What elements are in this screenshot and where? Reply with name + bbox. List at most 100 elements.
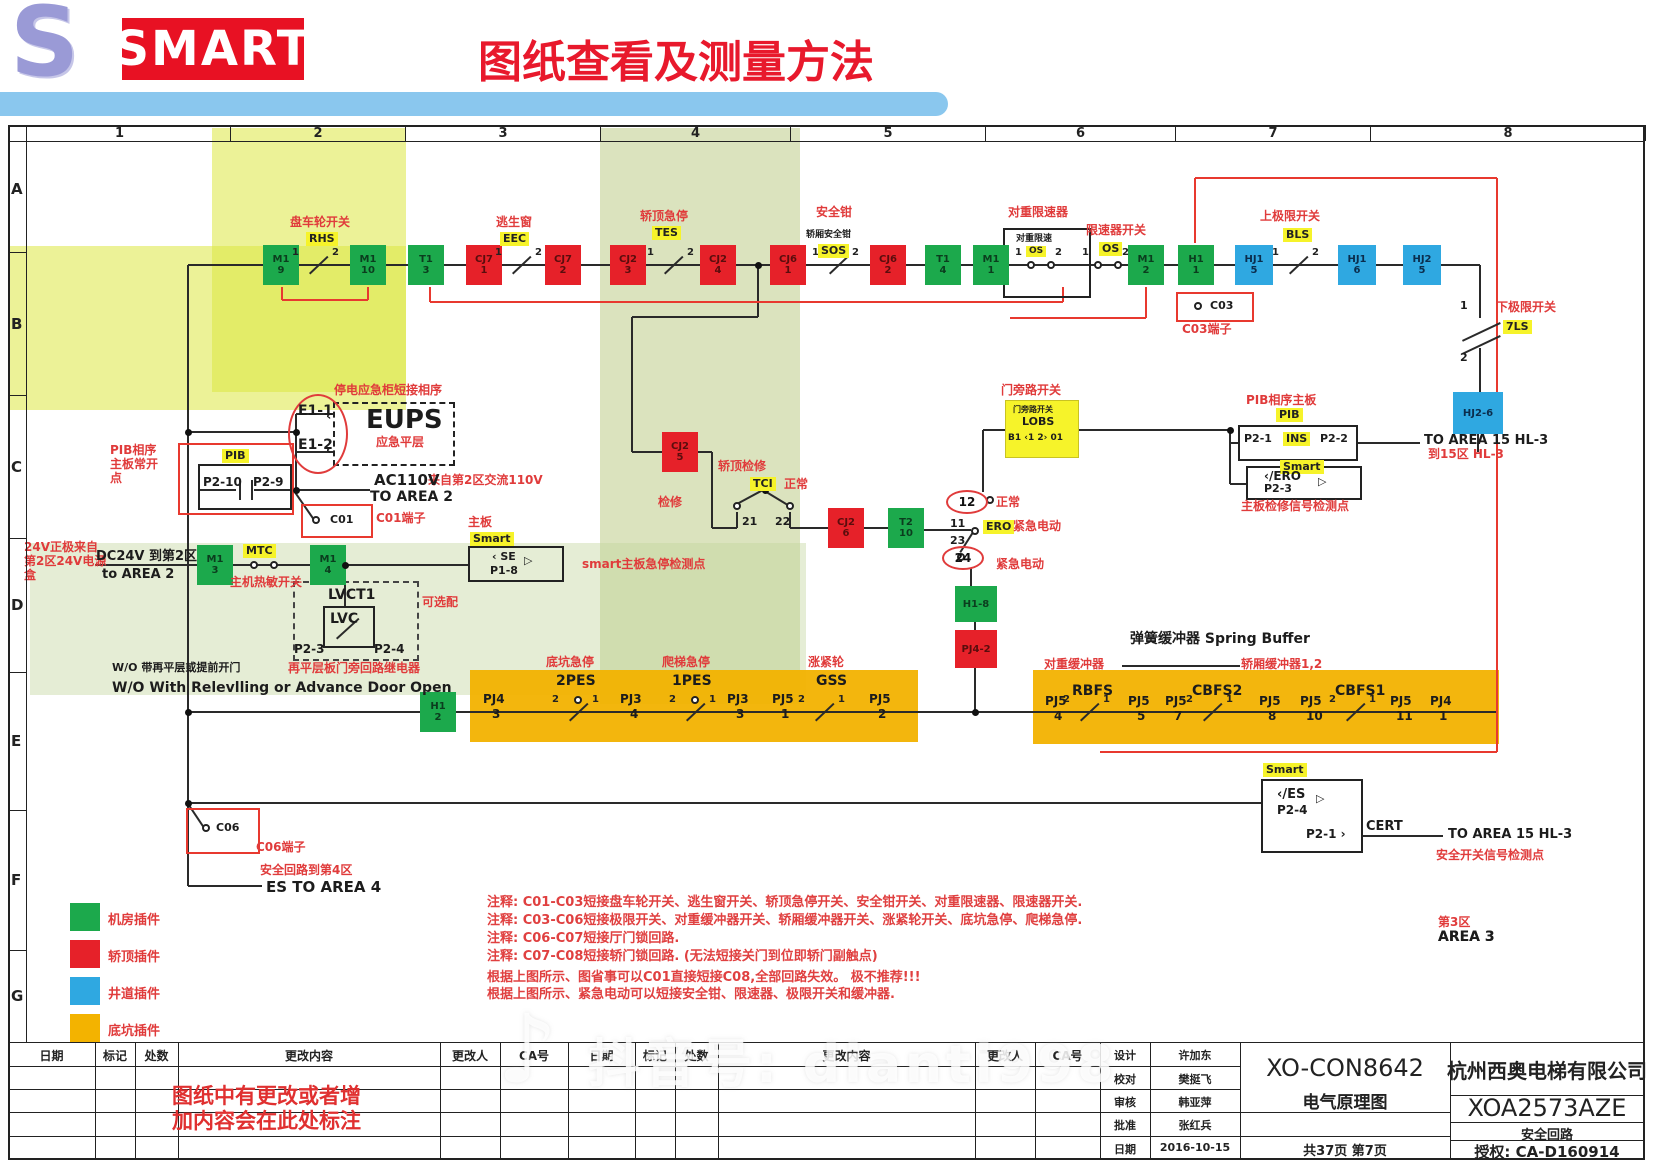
note-line: 根据上图所示、紧急电动可以短接安全钳、限速器、极限开关和缓冲器. (487, 987, 895, 1002)
component-box (1261, 779, 1363, 853)
circuit-wire (1357, 442, 1420, 444)
diagram-label: P2-3 (294, 642, 325, 656)
contact-terminal (691, 696, 699, 704)
diagram-label: AC110V (374, 471, 440, 489)
contact-number: 2 (1329, 694, 1336, 705)
table-vline (1240, 1042, 1241, 1160)
diagram-label: E1-1 (298, 403, 333, 419)
connector-block: HJ2-6 (1453, 392, 1503, 434)
contact-number: 1 (495, 247, 502, 258)
red-annotation: 紧急电动 (996, 557, 1045, 571)
bypass-wire (429, 287, 431, 302)
table-hline (1450, 1140, 1645, 1141)
diagram-label: ‹ (326, 409, 332, 424)
red-annotation: 下极限开关 (1496, 300, 1557, 314)
contact-number: 2 (1186, 694, 1193, 705)
device-code-tag: BLS (1283, 228, 1313, 242)
contact-number: 1 (838, 694, 845, 705)
device-code-tag: PIB (222, 449, 249, 463)
contact-terminal (270, 561, 278, 569)
circuit-wire (239, 480, 241, 500)
terminal-circle (786, 502, 794, 510)
bypass-wire (1100, 751, 1497, 753)
device-code-tag: 7LS (1503, 320, 1532, 334)
legend-swatch (70, 940, 100, 968)
revision-header: 更改人 (986, 1049, 1024, 1063)
red-annotation: C01端子 (376, 511, 426, 525)
highlight-ellipse (288, 394, 348, 474)
diagram-label: P1-8 (490, 564, 518, 577)
diagram-label: P2-9 (253, 475, 284, 489)
red-annotation: 安全开关信号检测点 (1436, 848, 1545, 862)
diagram-label: P2-1 (1244, 432, 1272, 445)
red-annotation: 涨紧轮 (808, 655, 845, 669)
note-line: 注释: C03-C06短接极限开关、对重缓冲器开关、轿厢缓冲器开关、涨紧轮开关、… (487, 913, 1083, 928)
bypass-wire (367, 287, 369, 300)
ruler-tick (1370, 125, 1371, 141)
red-annotation: 正常 (996, 495, 1021, 509)
circuit-wire (632, 316, 758, 318)
bypass-wire (281, 287, 283, 300)
contact-terminal (1114, 261, 1122, 269)
diagram-label: PJ4 (483, 692, 505, 706)
red-annotation: 到15区 HL-3 (1428, 447, 1504, 461)
circuit-wire (790, 527, 828, 529)
connector-block: CJ2 6 (828, 508, 864, 548)
diagram-label: B1 ‹1 2› 01 (1008, 433, 1063, 443)
ruler-col-number: 8 (1503, 126, 1513, 141)
table-vline (440, 1042, 441, 1160)
circuit-wire (922, 529, 971, 531)
table-vline (1100, 1042, 1101, 1160)
table-hline (1450, 1122, 1645, 1123)
red-annotation: 第3区 (1438, 915, 1471, 929)
connector-block: T1 4 (925, 245, 961, 285)
contact-number: 1 (292, 247, 299, 258)
diagram-label: E1-2 (298, 437, 333, 453)
diagram-label: 8 (1268, 709, 1277, 723)
connector-block: H1 2 (420, 692, 456, 732)
diagram-label: TO AREA 15 HL-3 (1424, 433, 1549, 448)
circuit-wire (712, 527, 737, 529)
diagram-label: CBFS2 (1192, 683, 1243, 699)
circuit-wire (188, 885, 262, 887)
connector-block: M1 1 (973, 245, 1009, 285)
revision-header: 更改内容 (822, 1049, 871, 1063)
highlight-band (10, 246, 406, 410)
circuit-wire (1479, 265, 1481, 318)
note-line: 注释: C01-C03短接盘车轮开关、逃生窗开关、轿顶急停开关、安全钳开关、对重… (487, 895, 1083, 910)
component-box (468, 546, 564, 582)
device-code-tag: INS (1283, 432, 1311, 446)
device-code-tag: Smart (1263, 763, 1307, 777)
table-hline (8, 1066, 1240, 1067)
contact-number: 2 (1055, 247, 1062, 258)
device-code-tag: Smart (1280, 460, 1324, 474)
red-annotation: 停电应急柜短接相序 (334, 383, 443, 397)
diagram-label: 11 (950, 517, 966, 530)
ruler-tick (405, 125, 406, 141)
diagram-label: ‹/ERO (1264, 469, 1301, 483)
diagram-label: TO AREA 2 (370, 489, 453, 505)
contact-number: 2 (1063, 694, 1070, 705)
diagram-label: P2-2 (1320, 432, 1348, 445)
titleblock-label: 校对 (1114, 1073, 1136, 1086)
contact-number: 1 (1103, 694, 1110, 705)
titleblock-value: 张红兵 (1178, 1119, 1212, 1132)
contact-terminal (250, 561, 258, 569)
junction-dot (185, 800, 192, 807)
highlight-band (600, 128, 800, 704)
red-annotation: C03端子 (1182, 322, 1232, 336)
table-vline (500, 1042, 501, 1160)
diagram-label: LVCT1 (328, 587, 376, 603)
diagram-label: CERT (1366, 819, 1403, 834)
component-box (323, 606, 375, 648)
ruler-col-number: 6 (1076, 126, 1086, 141)
diagram-label: LOBS (1022, 415, 1055, 428)
bypass-wire (282, 299, 368, 301)
ruler-tick (790, 125, 791, 141)
red-annotation: 24V正极来自 第2区24V电源 盒 (24, 540, 107, 582)
connector-block: T1 3 (408, 245, 444, 285)
junction-dot (972, 709, 979, 716)
diagram-label: C01 (330, 513, 354, 526)
junction-dot (293, 487, 300, 494)
